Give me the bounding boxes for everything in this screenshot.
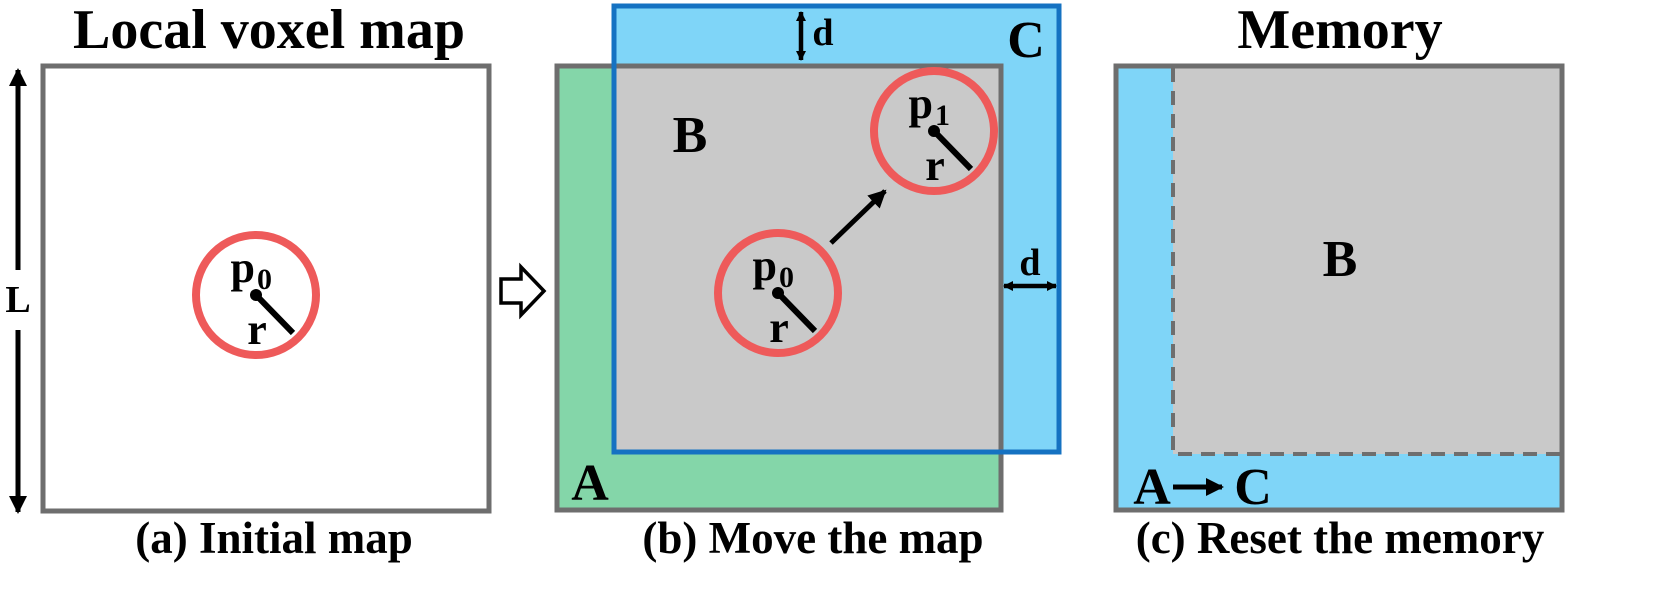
memory-box (1113, 63, 1565, 513)
length-label: L (5, 279, 30, 321)
sensor-range-circle-p0 (192, 231, 320, 359)
point-p0-label: p (231, 243, 255, 292)
sensor-range-circle-p0 (714, 229, 842, 357)
radius-label: r (247, 305, 267, 354)
panel-c-title: Memory (1237, 0, 1442, 61)
retained-region-boundary (1171, 68, 1560, 456)
region-a-label: A (1133, 459, 1171, 516)
panel-c: Memory B A C (c) Reset the memory (1113, 0, 1565, 563)
point-p0-subscript: 0 (257, 263, 272, 296)
panel-c-caption: (c) Reset the memory (1136, 513, 1545, 563)
region-b-label: B (1323, 231, 1358, 288)
panel-a-title: Local voxel map (73, 0, 465, 61)
right-offset-label: d (1019, 242, 1040, 284)
point-p0-subscript: 0 (779, 261, 794, 294)
retained-region-b (1173, 66, 1562, 454)
point-p1-subscript: 1 (935, 99, 950, 132)
radius-line (253, 292, 296, 336)
sensor-range-circle-p1 (870, 67, 998, 195)
region-c-label: C (1007, 12, 1045, 69)
radius-label-p1: r (925, 141, 945, 190)
panel-a-caption: (a) Initial map (135, 513, 413, 563)
region-c-label: C (1234, 459, 1272, 516)
new-map-border (611, 3, 1062, 455)
old-map-border (554, 63, 1004, 513)
radius-label-p0: r (769, 303, 789, 352)
panel-b: B C A d d p 0 r p 1 r (b) Move the map (554, 3, 1062, 563)
region-a-label: A (571, 455, 609, 512)
panel-a: Local voxel map L p 0 r (a) Initial map (5, 0, 492, 563)
motion-arrow (829, 189, 887, 245)
point-p0-label: p (753, 241, 777, 290)
initial-map-box (40, 63, 492, 514)
top-offset-label: d (812, 12, 833, 54)
radius-line-p1 (931, 128, 974, 172)
panel-b-caption: (b) Move the map (642, 513, 983, 563)
hollow-right-arrow-icon (499, 262, 547, 320)
region-b-label: B (673, 107, 708, 164)
radius-line-p0 (775, 290, 818, 334)
point-p1-label: p (909, 79, 933, 128)
